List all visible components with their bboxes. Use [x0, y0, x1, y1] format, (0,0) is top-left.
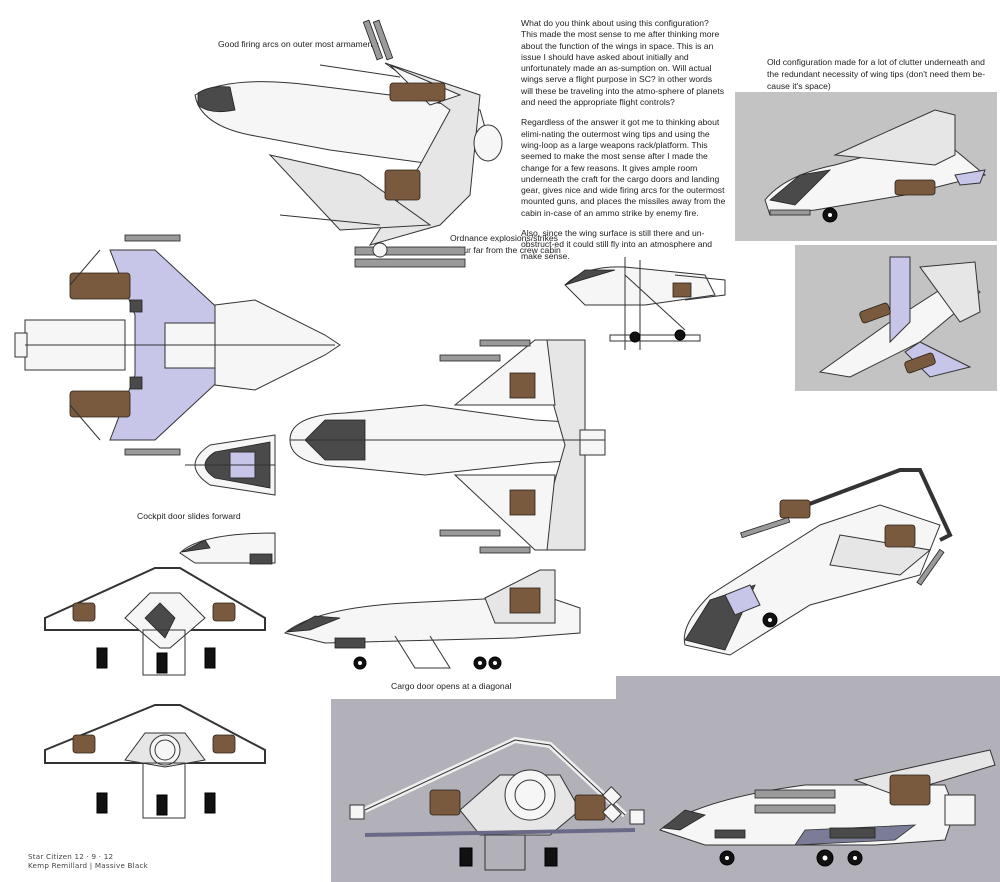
credits-line-2: Kemp Remillard | Massive Black	[28, 861, 148, 870]
credits-line-1: Star Citizen 12 · 9 · 12	[28, 852, 114, 861]
view-top-plan-wings	[14, 234, 341, 456]
view-side-perspective	[659, 749, 996, 867]
description-block: What do you think about using this confi…	[521, 18, 726, 271]
missile-rack-lower	[384, 169, 421, 201]
view-rear-perspective	[349, 736, 645, 871]
description-paragraph-2: Regardless of the answer it got me to th…	[521, 117, 726, 218]
view-cockpit-detail	[185, 434, 276, 496]
view-boarding-stairs	[564, 257, 726, 350]
gun-turret-top	[319, 19, 401, 78]
view-underside-plan	[289, 339, 606, 554]
annotation-firing-arcs: Good firing arcs on outer most armaments	[218, 39, 379, 49]
view-front	[44, 567, 266, 676]
view-side	[283, 569, 581, 670]
view-three-quarter-front	[683, 468, 953, 656]
engine-nozzle	[473, 124, 503, 162]
credits: Star Citizen 12 · 9 · 12 Kemp Remillard …	[28, 852, 148, 870]
annotation-ordnance-line2: occur far from the crew cabin	[450, 245, 561, 255]
view-perspective-top	[194, 19, 503, 268]
view-rear	[44, 704, 266, 819]
description-paragraph-3: Also, since the wing surface is still th…	[521, 228, 713, 261]
missile-pod-left-lower	[69, 390, 131, 418]
gun-turret-bottom	[279, 214, 466, 268]
annotation-cargo-door: Cargo door opens at a diagonal	[391, 681, 512, 691]
missile-rack-upper	[389, 82, 446, 102]
view-cockpit-side	[179, 532, 276, 565]
missile-pod-left-upper	[69, 272, 131, 300]
view-old-config-perspective	[764, 109, 987, 223]
bottom-render-panel-step	[616, 676, 1000, 700]
view-old-config-underside	[818, 256, 981, 378]
annotation-old-config: Old configuration made for a lot of clut…	[767, 57, 986, 91]
view-gun-fragment	[602, 786, 622, 823]
description-paragraph-1: What do you think about using this confi…	[521, 18, 725, 108]
annotation-cockpit-door: Cockpit door slides forward	[137, 511, 241, 521]
ship-hull	[194, 62, 491, 246]
annotation-ordnance-line1: Ordnance explosions/strikes	[450, 233, 558, 243]
annotation-ordnance: Ordnance explosions/strikes occur far fr…	[450, 232, 561, 256]
